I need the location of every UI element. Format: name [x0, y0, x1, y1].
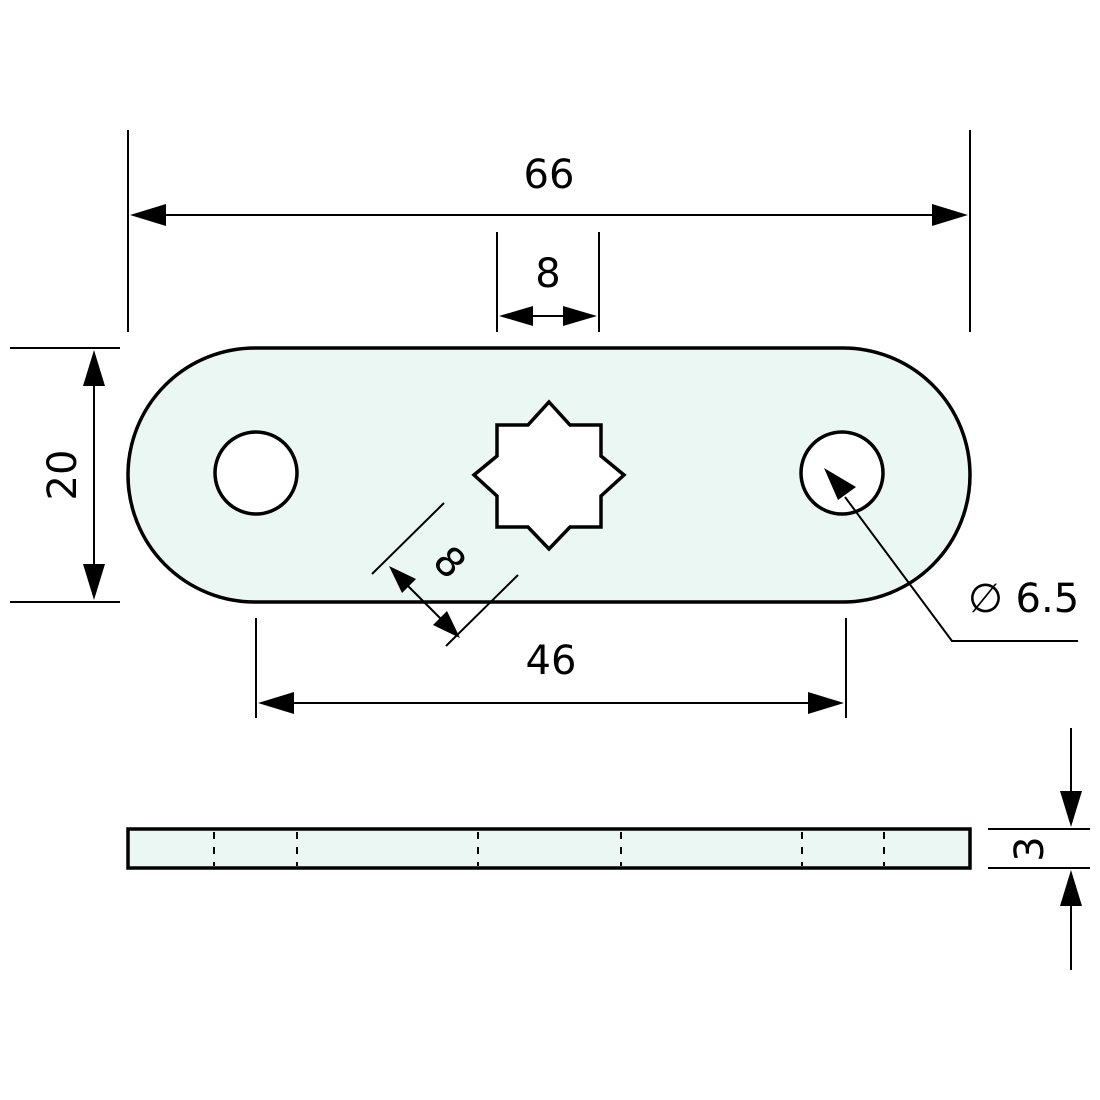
leader-arrow — [824, 468, 856, 500]
arrow-down — [1060, 791, 1082, 827]
arrow-right — [563, 306, 597, 326]
left-mounting-hole — [213, 430, 299, 516]
arrow-down — [83, 564, 105, 600]
arrow-right — [932, 204, 968, 226]
top-view — [126, 346, 972, 604]
side-view — [126, 827, 972, 870]
side-view-plate — [126, 827, 972, 870]
arrow-up — [1060, 870, 1082, 906]
dimension-overall-length: 66 — [127, 130, 971, 332]
arrow-right — [808, 692, 844, 714]
dimension-label-8: 8 — [535, 251, 560, 297]
dimension-hole-diameter: ∅ 6.5 — [824, 468, 1079, 642]
arrow-left — [258, 692, 294, 714]
arrow-up — [83, 350, 105, 386]
dimension-label-46: 46 — [526, 638, 577, 684]
dimension-star-width: 8 — [496, 232, 600, 332]
arrow-upper — [389, 566, 416, 593]
dimension-width: 20 — [10, 347, 120, 603]
dimension-thickness: 3 — [988, 728, 1090, 970]
extension-line — [371, 502, 445, 575]
dimension-label-20: 20 — [40, 450, 86, 501]
dimension-hole-spacing: 46 — [255, 618, 847, 718]
dimension-label-66: 66 — [524, 152, 575, 198]
arrow-lower — [433, 611, 460, 638]
right-mounting-hole — [799, 430, 885, 516]
star-center-hole — [471, 399, 627, 552]
dimension-label-diameter: ∅ 6.5 — [968, 576, 1079, 622]
dimension-label-3: 3 — [1007, 836, 1053, 861]
arrow-left — [130, 204, 166, 226]
leader-line — [844, 496, 1078, 642]
arrow-left — [499, 306, 533, 326]
